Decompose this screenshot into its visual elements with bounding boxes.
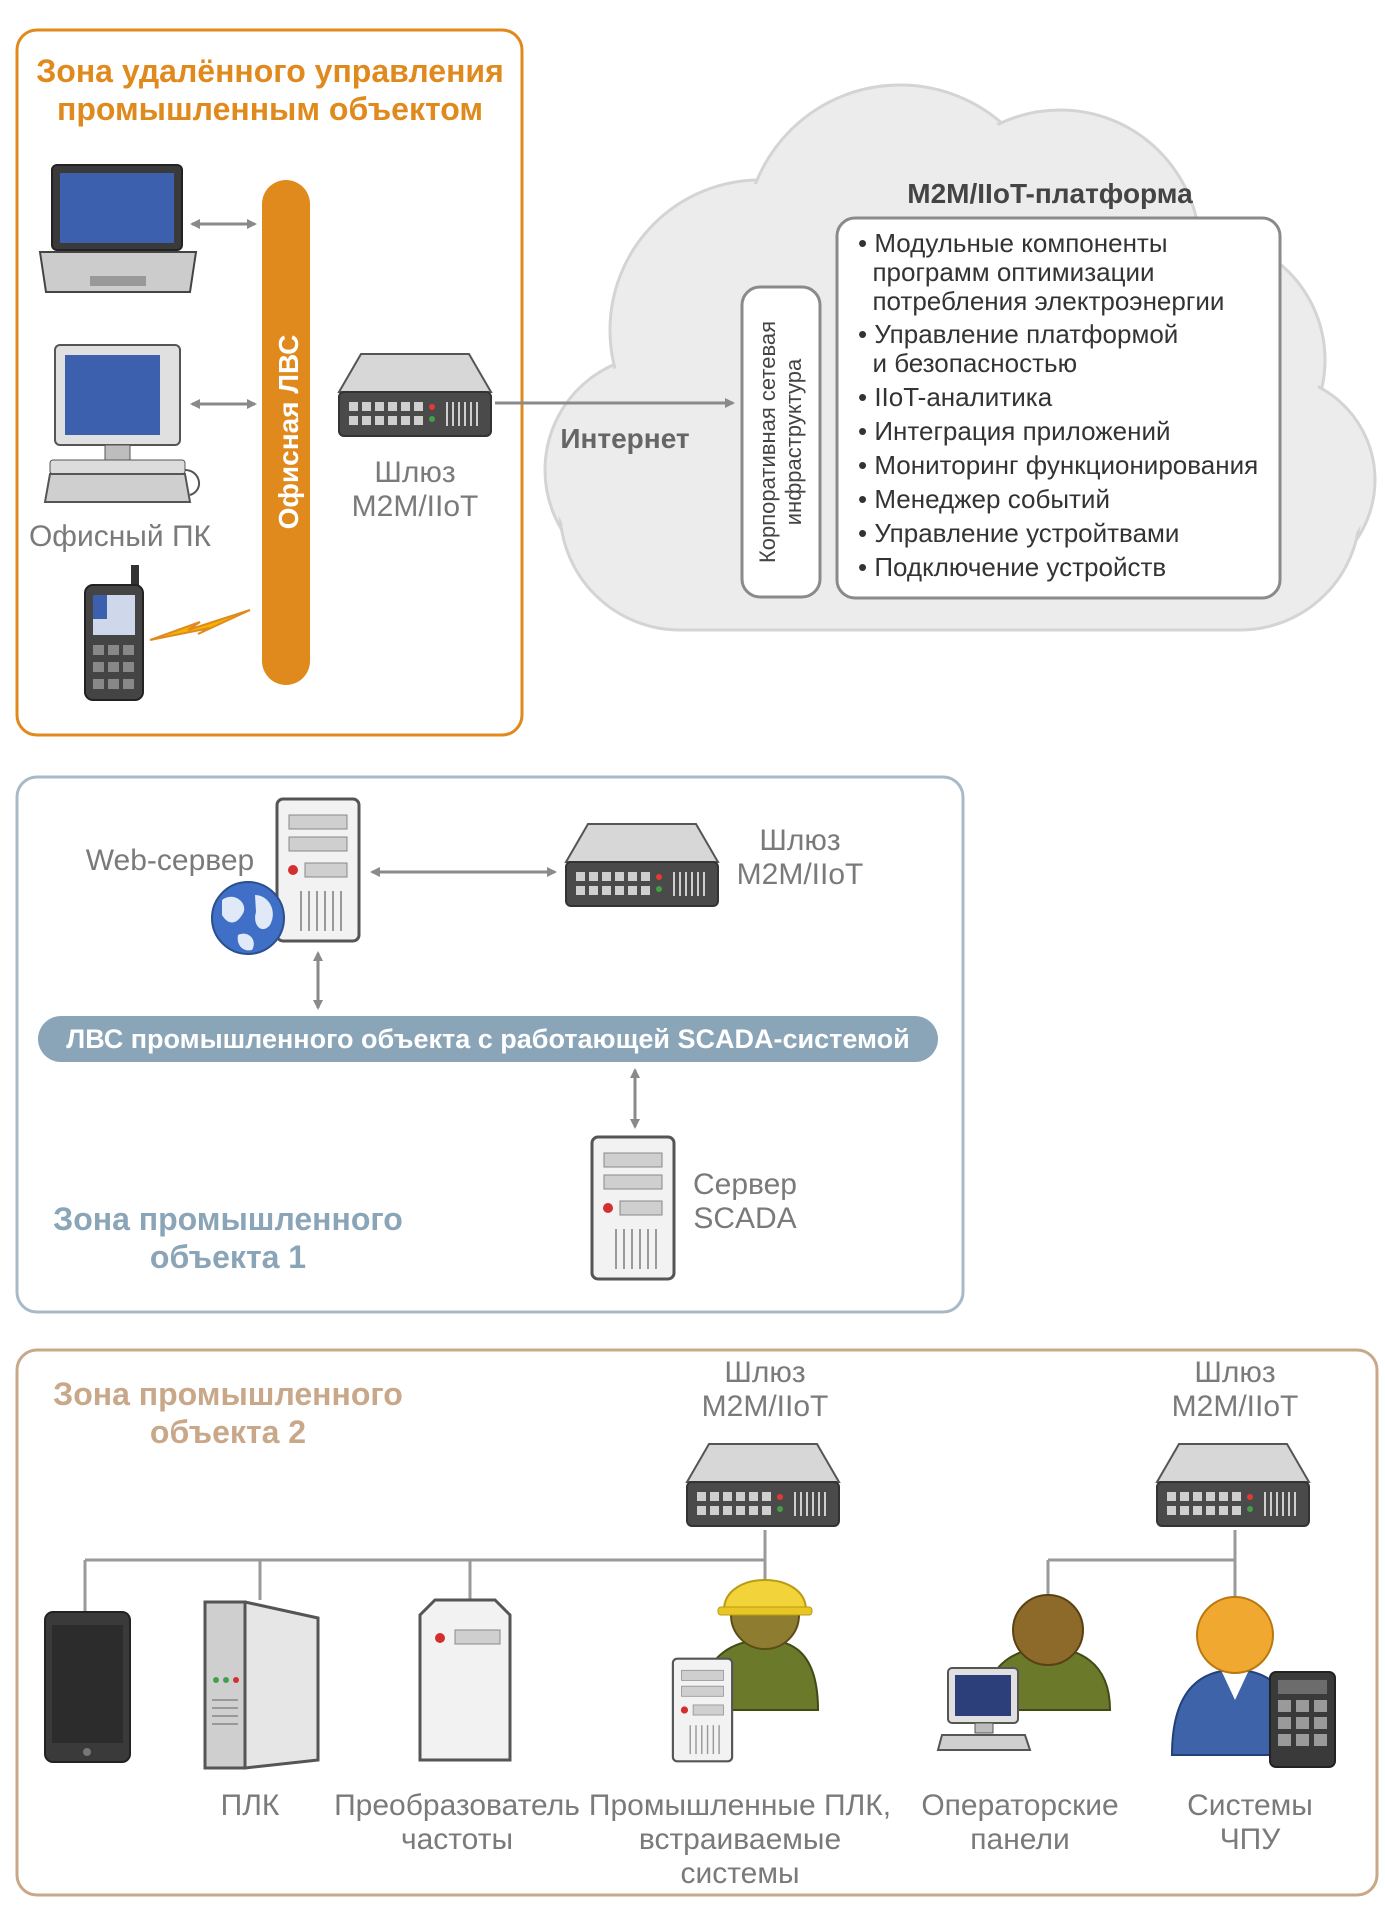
operator-monitor-icon [936,1667,1032,1751]
zone1-gateway-label-line-2: M2M/IIoT [737,858,864,891]
remote-zone-title-line-2: промышленным объектом [57,91,483,127]
platform-item: • Подключение устройств [858,552,1166,582]
converter-label-line-1: Преобразователь [334,1789,580,1822]
remote-gateway-label-line-2: M2M/IIoT [352,490,479,523]
office-lan-bar [262,180,310,685]
platform-item: потребления электроэнергии [858,286,1224,316]
zone2-gateway1-label-line-1: Шлюз [724,1356,805,1389]
zone1-lan-bar [38,1016,938,1062]
zone1-gateway-label-line-1: Шлюз [759,824,840,857]
plc-label: ПЛК [221,1789,280,1822]
internet-label: Интернет [560,423,689,454]
globe-icon [211,881,285,955]
office-pc-label: Офисный ПК [29,520,212,553]
platform-title: M2M/IIoT-платформа [907,178,1193,209]
converter-label-line-2: частоты [401,1823,513,1856]
zone2-title-line-2: объекта 2 [150,1414,306,1450]
platform-features-list: • Модульные компоненты программ оптимиза… [858,228,1258,582]
laptop-icon [38,164,198,293]
wireless-signal-icon [149,609,251,641]
web-server-icon [275,797,361,943]
office-lan-label: Офисная ЛВС [273,335,304,530]
zone2-gateway1-label-line-2: M2M/IIoT [702,1390,829,1423]
remote-gateway-label-line-1: Шлюз [374,456,455,489]
mobile-phone-icon [84,565,144,701]
platform-item: • Менеджер событий [858,484,1110,514]
operator-label-line-2: панели [970,1823,1069,1856]
operator-label-line-1: Операторские [921,1789,1118,1822]
remote-gateway-icon [338,353,492,437]
zone2-frame [15,1348,1379,1897]
zone2-gateway1-icon [686,1443,840,1527]
zone1-lan-label: ЛВС промышленного объекта с работающей S… [66,1024,909,1054]
platform-item: и безопасностью [858,348,1077,378]
infra-label-line-2: инфраструктура [781,358,806,525]
zone2-title-line-1: Зона промышленного [53,1376,403,1412]
embedded-label-line-1: Промышленные ПЛК, [589,1789,891,1822]
plc-icon [203,1600,320,1770]
platform-item: • IIoT-аналитика [858,382,1053,412]
scada-label-line-1: Сервер [693,1168,797,1201]
zone2-gateway2-label-line-1: Шлюз [1194,1356,1275,1389]
frequency-converter-icon [418,1598,512,1762]
web-server-label: Web-сервер [86,844,254,877]
tablet-icon [44,1611,131,1763]
platform-item: • Модульные компоненты [858,228,1168,258]
platform-list-box [835,216,1282,600]
cnc-person-icon [1170,1596,1300,1756]
embedded-label-line-3: системы [680,1857,799,1890]
platform-item: • Интеграция приложений [858,416,1171,446]
platform-item: • Мониторинг функционирования [858,450,1258,480]
desktop-pc-icon [43,344,200,503]
platform-item: программ оптимизации [858,257,1155,287]
zone1-gateway-icon [565,823,719,907]
cnc-label-line-2: ЧПУ [1220,1823,1282,1856]
cnc-label-line-1: Системы [1187,1789,1313,1822]
zone1-title-line-1: Зона промышленного [53,1201,403,1237]
scada-label-line-2: SCADA [693,1202,796,1235]
infra-box [740,285,822,599]
infra-label-line-1: Корпоративная сетевая [755,321,780,563]
remote-zone-title-line-1: Зона удалённого управления [36,53,503,89]
cnc-keypad-icon [1269,1671,1336,1768]
platform-item: • Управление устройтвами [858,518,1179,548]
zone2-gateway2-label-line-2: M2M/IIoT [1172,1390,1299,1423]
zone2-gateway2-icon [1156,1443,1310,1527]
scada-server-icon [590,1135,676,1281]
embedded-label-line-2: встраиваемые [639,1823,841,1856]
platform-item: • Управление платформой [858,319,1178,349]
zone1-title-line-2: объекта 1 [150,1239,306,1275]
embedded-tower-icon [671,1657,734,1763]
